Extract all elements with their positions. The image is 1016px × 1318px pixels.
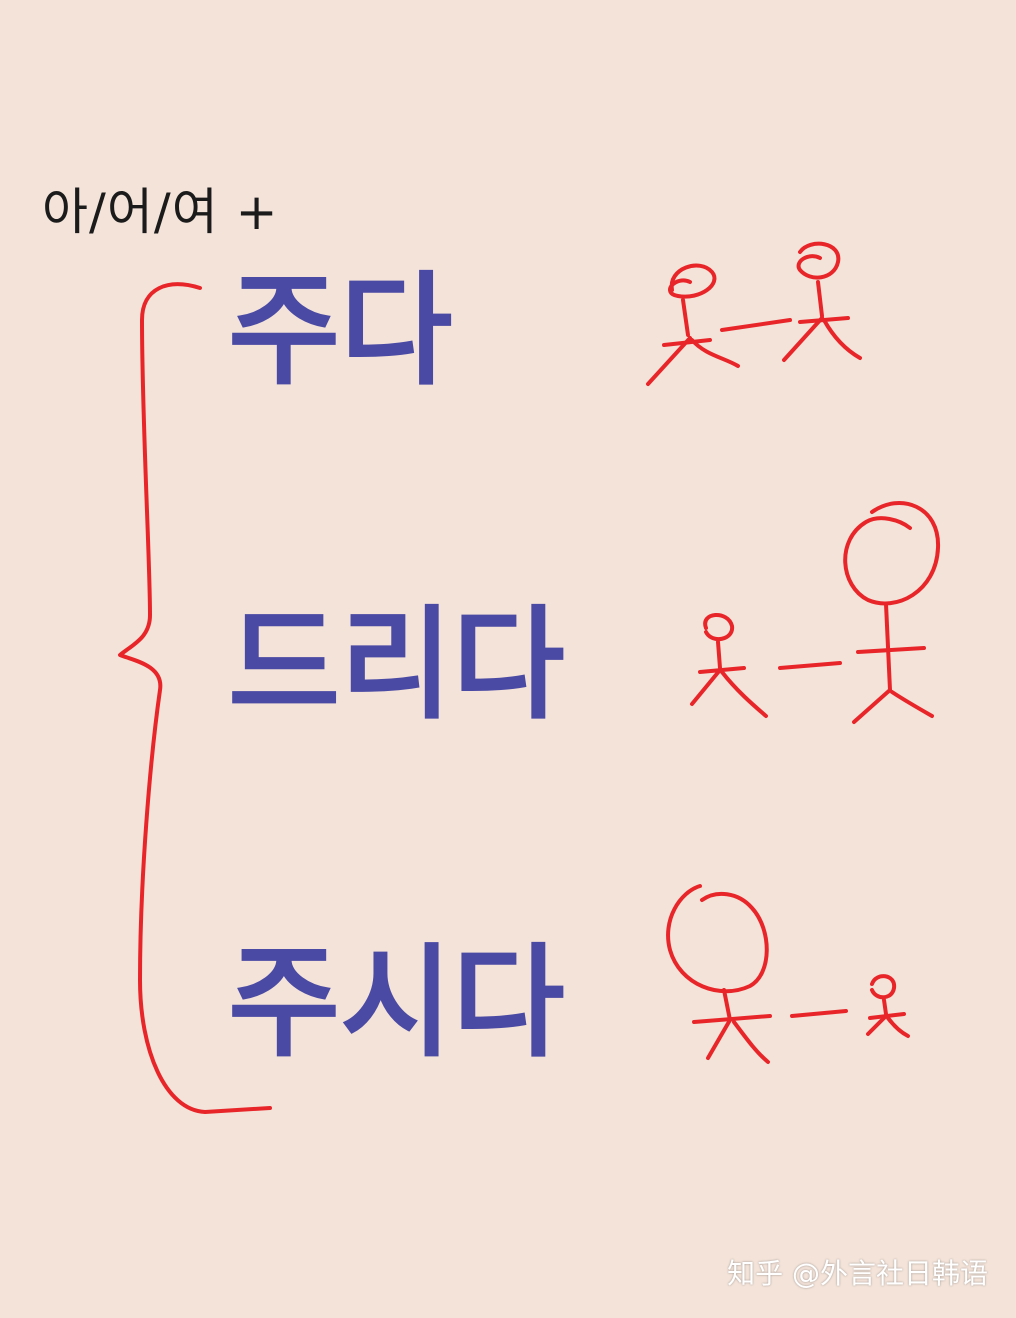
particle-header: 아/어/여 +: [42, 183, 279, 241]
verb-jusida: 주시다: [228, 932, 565, 1074]
watermark: 知乎 @外言社日韩语: [727, 1257, 988, 1290]
curly-brace: [118, 282, 272, 1114]
stick-figures-humble-icon: [690, 501, 941, 724]
stick-figures-honorific-icon: [666, 884, 910, 1064]
stick-figures-equal-icon: [646, 241, 862, 386]
verb-deurida: 드리다: [228, 594, 565, 736]
verb-juda: 주다: [228, 260, 453, 402]
